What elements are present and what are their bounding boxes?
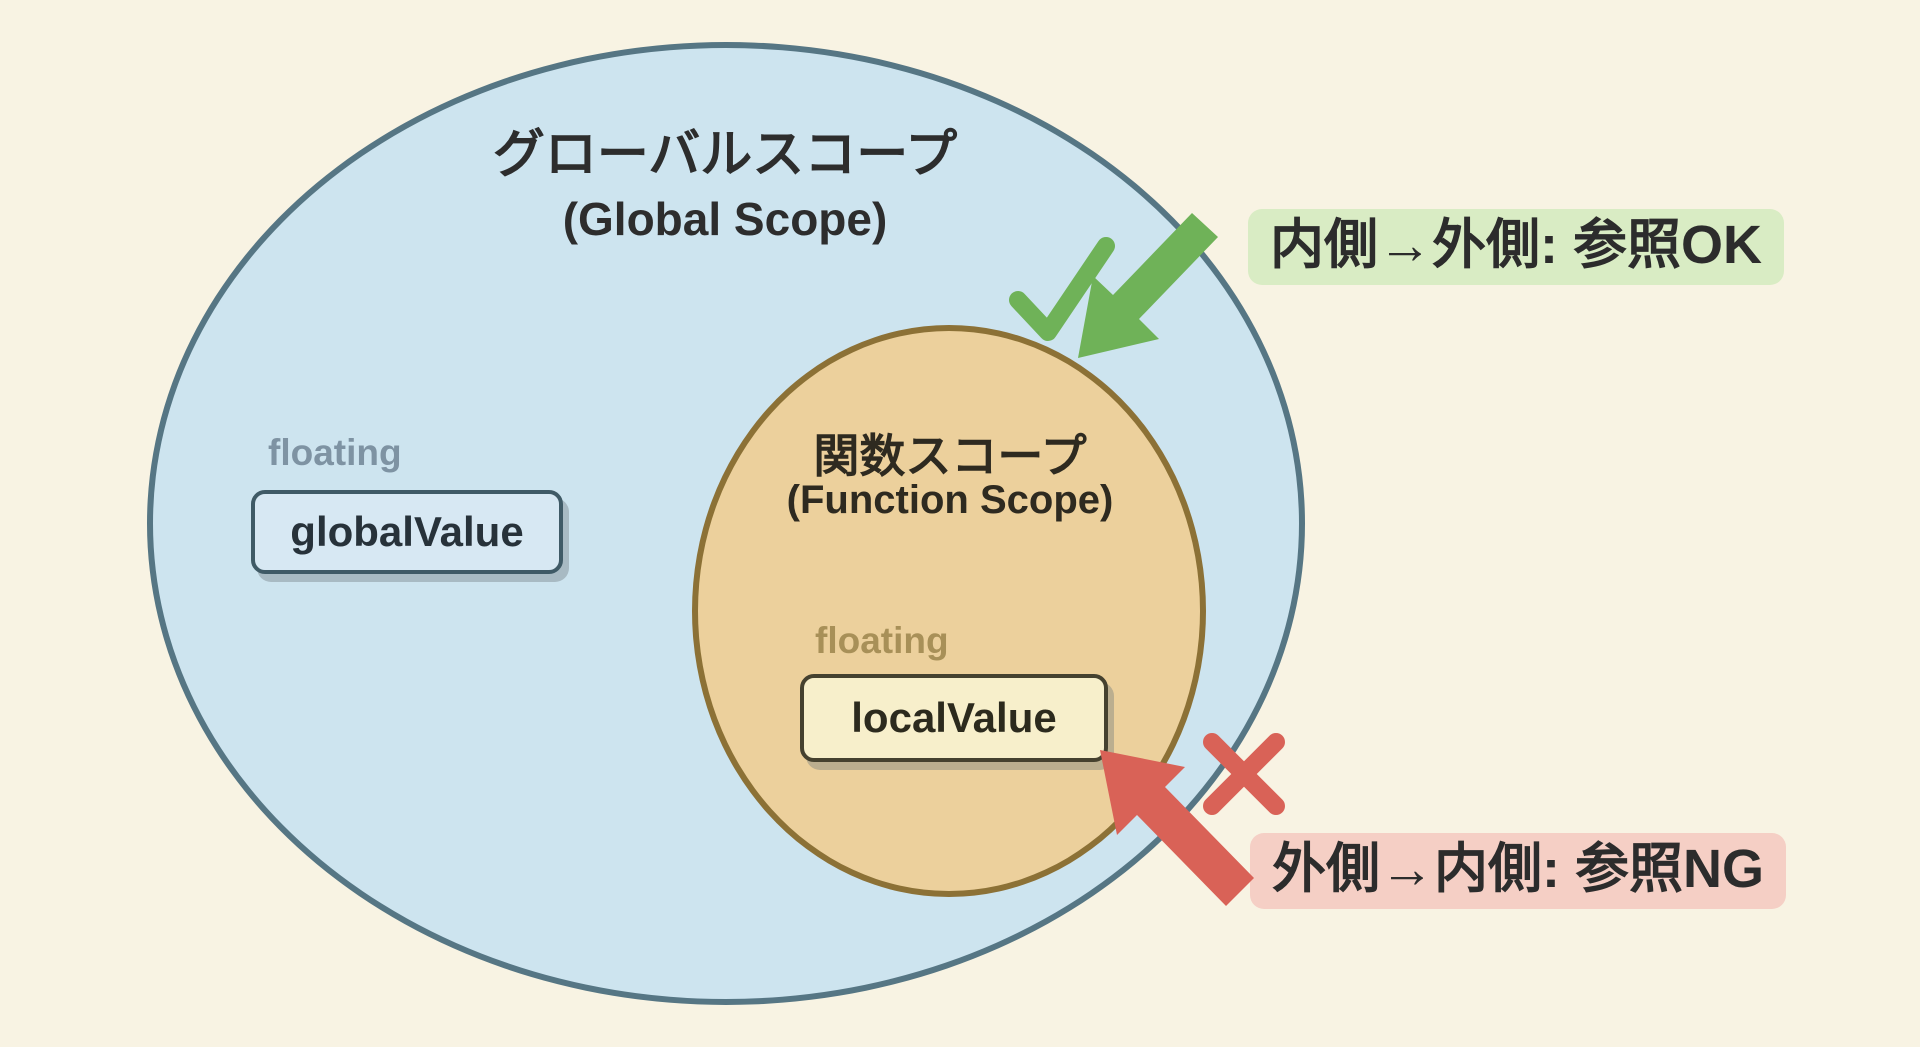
global-value-label: globalValue [290,508,524,555]
global-value-box: globalValue [251,490,563,574]
global-floating-label: floating [268,432,402,473]
local-floating-label: floating [815,620,949,661]
function-scope-title-jp: 関数スコープ [813,430,1087,482]
annotation-ok: 内側→外側: 参照OK [1248,200,1784,285]
annotation-ng: 外側→内側: 参照NG [1250,824,1786,909]
annotation-ok-text: 内側→外側: 参照OK [1248,209,1784,285]
global-scope-title-jp: グローバルスコープ [492,126,958,184]
function-scope-ellipse [692,325,1206,897]
global-scope-title-en: (Global Scope) [562,193,888,245]
local-value-label: localValue [851,694,1057,741]
function-scope-title-en: (Function Scope) [786,478,1114,522]
annotation-ng-text: 外側→内側: 参照NG [1250,833,1786,909]
local-value-box: localValue [800,674,1108,762]
